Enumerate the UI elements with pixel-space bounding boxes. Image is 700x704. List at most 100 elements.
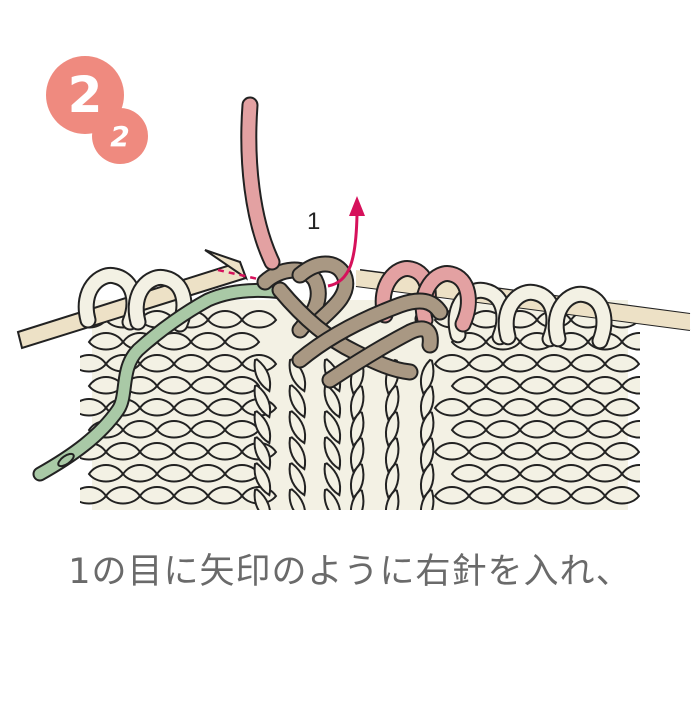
purl-bump [484, 464, 522, 483]
purl-bump [450, 420, 488, 439]
stitch-number-label: 1 [307, 208, 321, 235]
knit-stitch [253, 488, 272, 510]
purl-bump [104, 486, 142, 505]
knit-stitch [323, 384, 342, 419]
purl-bump [87, 464, 125, 483]
knit-stitch [288, 462, 307, 497]
purl-bump [433, 486, 471, 505]
purl-bump [240, 310, 278, 329]
purl-bump [467, 442, 505, 461]
purl-bump [620, 332, 640, 351]
purl-bump [121, 464, 159, 483]
purl-bump [620, 376, 640, 395]
arrow-head [349, 196, 365, 216]
knit-stitch [288, 488, 307, 510]
purl-bump [189, 332, 227, 351]
purl-bump [535, 486, 573, 505]
substep-badge: 2 [92, 108, 148, 164]
purl-bump [501, 486, 539, 505]
knit-stitch [288, 410, 307, 445]
purl-bump [155, 464, 193, 483]
knit-stitch [323, 410, 342, 445]
purl-bump [569, 486, 607, 505]
purl-bump [80, 354, 108, 373]
purl-bump [87, 332, 125, 351]
purl-bump [552, 464, 590, 483]
purl-bump [467, 354, 505, 373]
purl-bump [603, 398, 640, 417]
needle-loop-fill [129, 271, 191, 331]
purl-bump [518, 464, 556, 483]
purl-bump [484, 420, 522, 439]
purl-bump [467, 486, 505, 505]
purl-bump [518, 420, 556, 439]
purl-bump [433, 442, 471, 461]
purl-bump [501, 398, 539, 417]
purl-bump [206, 310, 244, 329]
knit-stitch [253, 358, 272, 393]
knit-stitch [253, 410, 272, 445]
purl-bump [206, 486, 244, 505]
purl-bump [620, 464, 640, 483]
purl-bump [603, 486, 640, 505]
purl-bump [569, 398, 607, 417]
purl-bump [206, 354, 244, 373]
purl-bump [620, 420, 640, 439]
purl-bump [586, 376, 624, 395]
purl-stitches-left [80, 310, 278, 505]
purl-bump [138, 486, 176, 505]
knit-stitch [253, 462, 272, 497]
purl-bump [535, 398, 573, 417]
purl-bump [189, 464, 227, 483]
purl-bump [155, 420, 193, 439]
purl-bump [121, 420, 159, 439]
knit-stitch [419, 488, 435, 510]
knit-stitch [288, 384, 307, 419]
purl-bump [535, 354, 573, 373]
purl-bump [206, 398, 244, 417]
purl-bump [433, 398, 471, 417]
knit-stitch [253, 436, 272, 471]
needle-path-dashed [217, 268, 259, 281]
purl-bump [484, 376, 522, 395]
purl-bump [603, 442, 640, 461]
purl-bump [189, 376, 227, 395]
purl-bump [172, 442, 210, 461]
knit-stitch [288, 436, 307, 471]
purl-bump [433, 354, 471, 373]
purl-bump [138, 442, 176, 461]
instruction-caption: 1の目に矢印のように右針を入れ、 [68, 552, 632, 592]
purl-bump [535, 442, 573, 461]
purl-bump [172, 354, 210, 373]
purl-bump [569, 354, 607, 373]
purl-bump [189, 420, 227, 439]
knit-stitch [384, 488, 400, 510]
purl-bump [569, 442, 607, 461]
purl-bump [80, 398, 108, 417]
purl-bump [518, 376, 556, 395]
purl-bump [586, 464, 624, 483]
purl-bump [223, 420, 261, 439]
knit-stitch [349, 488, 365, 510]
purl-bump [138, 354, 176, 373]
purl-bump [172, 398, 210, 417]
purl-bump [172, 486, 210, 505]
purl-bump [206, 442, 244, 461]
purl-bump [450, 376, 488, 395]
needle-loop-fill [549, 287, 611, 348]
purl-bump [501, 354, 539, 373]
purl-bump [501, 442, 539, 461]
purl-bump [467, 398, 505, 417]
knit-stitch [253, 384, 272, 419]
working-yarn [240, 96, 281, 271]
purl-bump [450, 464, 488, 483]
knit-stitches-center [253, 358, 435, 510]
purl-bump [80, 486, 108, 505]
purl-bump [138, 398, 176, 417]
purl-bump [586, 420, 624, 439]
cable-needle [32, 282, 290, 482]
knit-stitch [323, 436, 342, 471]
purl-bump [552, 376, 590, 395]
